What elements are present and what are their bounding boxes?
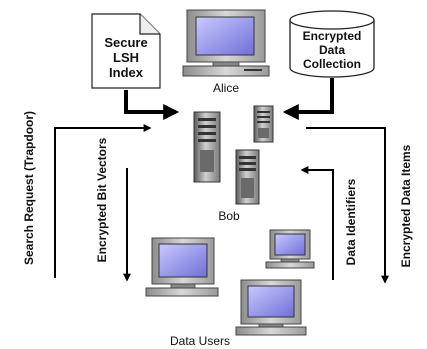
data-users-node: Data Users xyxy=(145,229,315,348)
computer-icon xyxy=(182,9,270,77)
bob-node: Bob xyxy=(193,105,274,223)
bob-label: Bob xyxy=(218,209,240,223)
cylinder-icon xyxy=(289,10,375,78)
identifiers-label: Data Identifiers xyxy=(344,178,358,265)
computer-icon xyxy=(145,237,219,297)
computer-icon xyxy=(235,279,307,336)
server-icon xyxy=(235,149,260,205)
computer-icon xyxy=(265,229,315,269)
upload-arrows xyxy=(124,78,334,120)
server-icon xyxy=(193,111,221,183)
secure-lsh-index-node: Secure LSH Index xyxy=(91,13,161,89)
collection-line-2: Data xyxy=(319,43,345,57)
data-items-arrow xyxy=(306,127,389,284)
index-line-1: Secure xyxy=(104,35,147,50)
data-users-label: Data Users xyxy=(170,334,230,348)
index-line-2: LSH xyxy=(113,50,139,65)
alice-label: Alice xyxy=(213,81,239,95)
server-icon xyxy=(253,105,274,143)
bit-vectors-label: Encrypted Bit Vectors xyxy=(95,137,109,262)
search-request-label: Search Request (Trapdoor) xyxy=(22,111,36,265)
index-to-bob-arrow xyxy=(124,90,180,120)
data-items-label: Encrypted Data Items xyxy=(399,144,413,267)
alice-node: Alice xyxy=(182,9,270,95)
encrypted-data-collection-node: Encrypted Data Collection xyxy=(289,10,375,78)
collection-to-bob-arrow xyxy=(282,78,334,120)
collection-line-1: Encrypted xyxy=(303,29,362,43)
collection-line-3: Collection xyxy=(303,57,361,71)
flow-arrows xyxy=(54,124,389,284)
identifiers-arrow xyxy=(300,166,334,280)
index-line-3: Index xyxy=(109,65,144,80)
search-request-arrow xyxy=(54,124,152,278)
